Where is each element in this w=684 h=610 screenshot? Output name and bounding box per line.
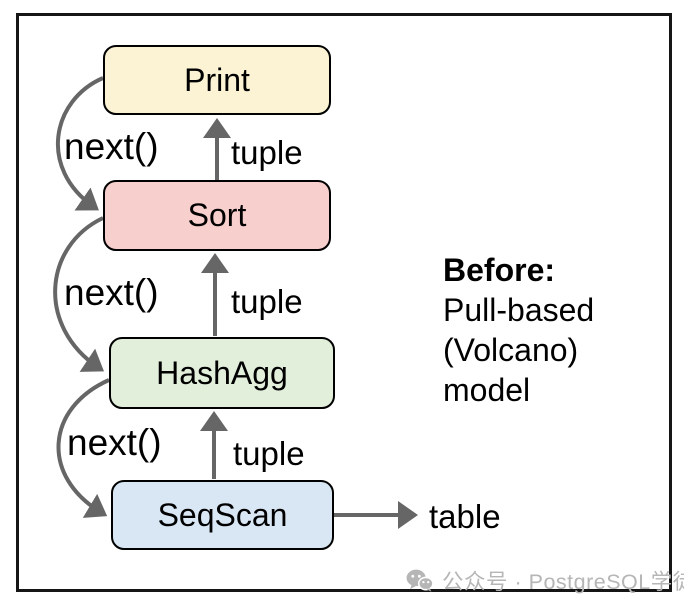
annotation-line: model	[443, 372, 531, 408]
next-label-3: next()	[67, 422, 162, 463]
node-seqscan: SeqScan	[111, 480, 334, 550]
next-label-1: next()	[64, 126, 159, 167]
tuple-label-2: tuple	[231, 283, 303, 320]
node-print: Print	[103, 45, 331, 115]
tuple-label-1: tuple	[231, 134, 303, 171]
node-hashagg-label: HashAgg	[156, 354, 288, 391]
node-sort-label: Sort	[187, 197, 247, 233]
next-label-2: next()	[64, 272, 159, 313]
annotation-line: Pull-based	[443, 292, 595, 328]
tuple-label-3: tuple	[233, 435, 305, 472]
node-seqscan-label: SeqScan	[157, 496, 288, 533]
wechat-icon	[406, 569, 433, 592]
node-print-label: Print	[184, 61, 250, 98]
watermark: 公众号 · PostgreSQL学徒	[406, 565, 684, 596]
node-sort: Sort	[103, 180, 331, 251]
node-hashagg: HashAgg	[109, 337, 335, 409]
annotation-block: Before: Pull-based (Volcano) model	[443, 250, 594, 410]
watermark-text: 公众号 · PostgreSQL学徒	[442, 570, 684, 594]
annotation-title: Before:	[443, 252, 556, 288]
annotation-line: (Volcano)	[443, 332, 579, 368]
table-label: table	[429, 498, 501, 535]
